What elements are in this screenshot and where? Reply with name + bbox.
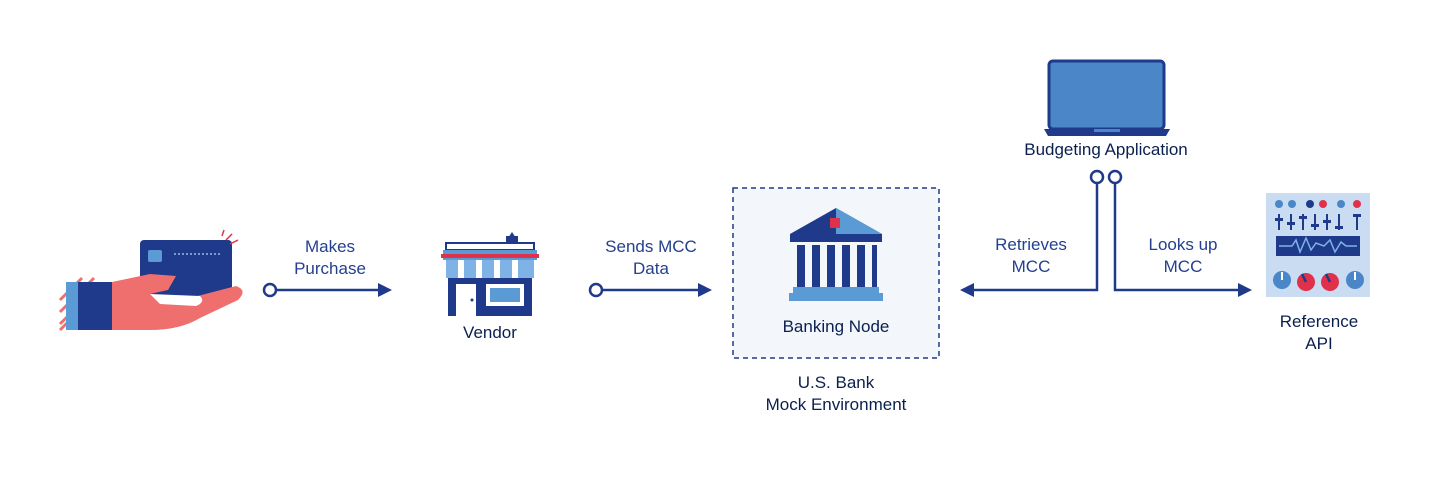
control-panel-icon xyxy=(1266,193,1370,297)
storefront-icon xyxy=(441,232,539,316)
budgeting-connectors xyxy=(972,169,1238,292)
retrieves-mcc-line-2: MCC xyxy=(1011,257,1051,276)
vendor-label: Vendor xyxy=(463,323,517,342)
environment-line-1: U.S. Bank xyxy=(797,373,875,392)
retrieves-mcc-label: Retrieves MCC xyxy=(976,234,1086,278)
makes-purchase-label: Makes Purchase xyxy=(280,236,380,280)
sends-mcc-label: Sends MCC Data xyxy=(588,236,714,280)
makes-purchase-line-1: Makes xyxy=(304,237,356,256)
lookup-arrowhead xyxy=(1238,283,1252,297)
sends-mcc-line-1: Sends MCC xyxy=(605,237,697,256)
environment-label: U.S. Bank Mock Environment xyxy=(736,372,936,416)
banking-node-label: Banking Node xyxy=(782,317,890,336)
sends-mcc-line-2: Data xyxy=(633,259,669,278)
bank-icon xyxy=(789,208,883,301)
retrieves-mcc-line-1: Retrieves xyxy=(995,235,1067,254)
budgeting-app-label: Budgeting Application xyxy=(1024,140,1188,159)
reference-api-line-2: API xyxy=(1305,334,1333,353)
looks-up-mcc-line-2: MCC xyxy=(1163,257,1203,276)
hand-card-icon xyxy=(58,229,243,332)
sends-mcc-arrow xyxy=(588,282,712,298)
laptop-icon xyxy=(1044,59,1170,136)
retrieves-arrowhead xyxy=(960,283,974,297)
makes-purchase-line-2: Purchase xyxy=(294,259,366,278)
makes-purchase-arrow xyxy=(262,282,392,298)
reference-api-line-1: Reference xyxy=(1279,312,1359,331)
looks-up-mcc-label: Looks up MCC xyxy=(1128,234,1238,278)
looks-up-mcc-line-1: Looks up xyxy=(1148,235,1218,254)
environment-line-2: Mock Environment xyxy=(765,395,907,414)
reference-api-label: Reference API xyxy=(1258,311,1380,355)
